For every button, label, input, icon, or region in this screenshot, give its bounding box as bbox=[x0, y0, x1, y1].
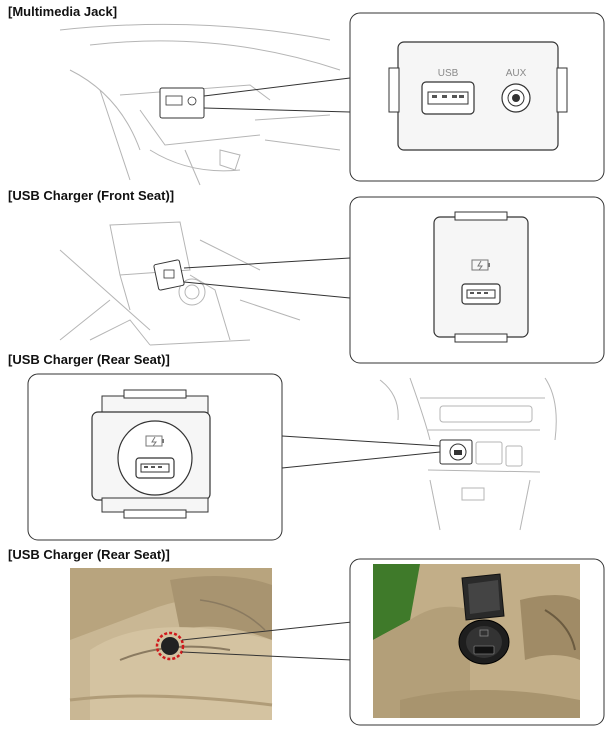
multimedia-console-sketch bbox=[59, 23, 341, 186]
leader-line-photo-1 bbox=[181, 621, 353, 641]
battery-charge-icon bbox=[471, 259, 490, 271]
usb-charger-front-small bbox=[153, 259, 185, 291]
detail-panel-usb-rear bbox=[27, 373, 283, 541]
rear-interior-photo bbox=[69, 568, 273, 720]
leader-line-photo-2 bbox=[181, 651, 353, 661]
detail-panel-usb-closeup-photo bbox=[349, 558, 605, 726]
rear-console-sketch bbox=[379, 377, 557, 531]
section-heading-usb-front: [USB Charger (Front Seat)] bbox=[8, 188, 175, 203]
front-console-sketch bbox=[59, 221, 301, 346]
highlight-ring bbox=[155, 631, 185, 661]
usb-charger-rear-small bbox=[439, 439, 473, 465]
leader-line-rear-1 bbox=[281, 435, 441, 447]
detail-panel-usb-front bbox=[349, 196, 605, 364]
multimedia-jack-small bbox=[159, 87, 205, 119]
leader-line-front-1 bbox=[183, 257, 351, 269]
battery-charge-icon bbox=[145, 435, 164, 447]
usb-port-icon bbox=[421, 81, 475, 115]
leader-line-rear-2 bbox=[281, 451, 441, 469]
detail-panel-multimedia-jack: USB AUX bbox=[349, 12, 605, 182]
section-heading-usb-rear-1: [USB Charger (Rear Seat)] bbox=[8, 352, 170, 367]
section-heading-multimedia-jack: [Multimedia Jack] bbox=[8, 4, 118, 19]
leader-line-top-1 bbox=[203, 77, 351, 97]
aux-port-label: AUX bbox=[506, 68, 527, 79]
usb-port-label: USB bbox=[438, 68, 459, 79]
leader-line-front-2 bbox=[183, 281, 351, 299]
leader-line-top-2 bbox=[203, 107, 351, 113]
section-heading-usb-rear-2: [USB Charger (Rear Seat)] bbox=[8, 547, 170, 562]
